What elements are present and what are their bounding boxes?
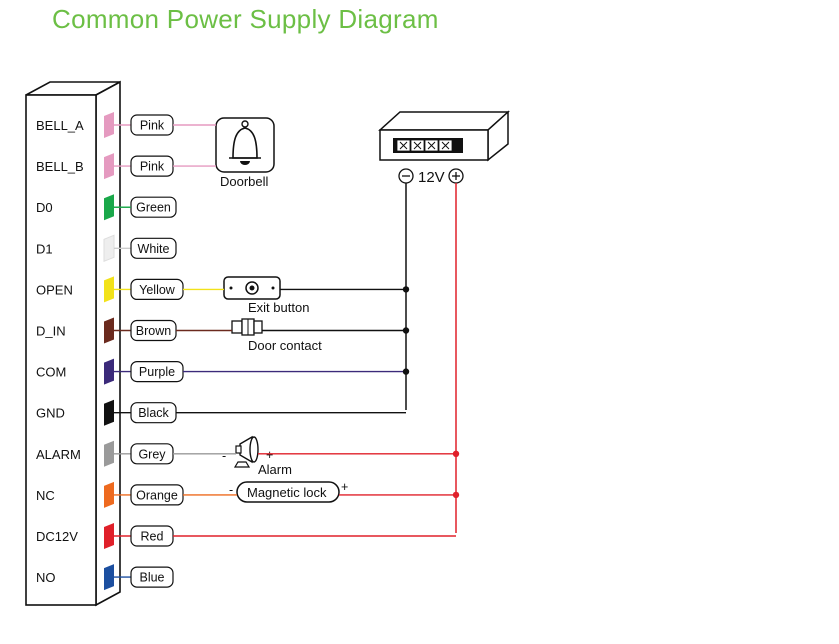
pin-row-d-in: D_IN Brown xyxy=(36,317,177,344)
wire-label-open: Yellow xyxy=(139,283,176,297)
doorbell-icon xyxy=(215,117,275,173)
power-supply-icon xyxy=(378,110,510,162)
magnetic-lock-box xyxy=(236,481,340,503)
wire-label-dc12v: Red xyxy=(141,530,164,544)
pin-row-bell-b: BELL_B Pink xyxy=(36,153,174,180)
pin-row-dc12v: DC12V Red xyxy=(36,523,174,549)
exit-button-icon xyxy=(223,276,281,300)
pin-label-com: COM xyxy=(36,365,66,380)
pin-label-d0: D0 xyxy=(36,200,53,215)
lock-plus-label: + xyxy=(341,480,348,494)
pin-label-gnd: GND xyxy=(36,406,65,421)
wire-color-swatch-d-in xyxy=(104,317,114,344)
wire-label-alarm: Grey xyxy=(138,447,166,461)
diagram-title: Common Power Supply Diagram xyxy=(52,4,439,34)
junction-open xyxy=(402,286,410,293)
doorbell-label: Doorbell xyxy=(220,174,269,189)
pin-row-no: NO Blue xyxy=(36,564,174,591)
wire-label-bell-a: Pink xyxy=(140,119,165,133)
wire-label-box xyxy=(130,237,177,259)
wire-label-bell-b: Pink xyxy=(140,160,165,174)
door-contact-label: Door contact xyxy=(248,338,322,353)
pin-row-bell-a: BELL_A Pink xyxy=(36,112,174,138)
pin-row-d1: D1 White xyxy=(36,234,177,263)
wire-label-no: Blue xyxy=(139,571,164,585)
pin-row-d0: D0 Green xyxy=(36,194,177,221)
wire-label-com: Purple xyxy=(139,365,175,379)
pin-row-alarm: ALARM Grey xyxy=(36,440,174,467)
junction-d-in xyxy=(402,327,410,334)
wire-label-d-in: Brown xyxy=(136,324,171,338)
wire-color-swatch-com xyxy=(104,358,114,385)
wire-color-swatch-open xyxy=(104,276,114,303)
wire-color-swatch-d0 xyxy=(104,194,114,221)
wire-color-swatch-no xyxy=(104,564,114,591)
pin-row-com: COM Purple xyxy=(36,358,184,385)
junction-com xyxy=(402,368,410,375)
wire-color-swatch-alarm xyxy=(104,440,114,467)
junction-nc xyxy=(452,491,460,499)
pin-label-nc: NC xyxy=(36,488,55,503)
wire-label-nc: Orange xyxy=(136,488,178,502)
alarm-label: Alarm xyxy=(258,462,292,477)
wire-color-swatch-d1 xyxy=(103,234,115,263)
wire-label-box xyxy=(130,566,174,588)
junction-alarm xyxy=(452,450,460,457)
pin-label-bell-b: BELL_B xyxy=(36,159,84,174)
pin-label-d-in: D_IN xyxy=(36,324,66,339)
alarm-siren-icon xyxy=(233,435,259,468)
alarm-plus-label: + xyxy=(266,448,273,462)
wire-color-swatch-dc12v xyxy=(104,523,114,549)
wire-color-swatch-bell-b xyxy=(104,153,114,180)
wire-color-swatch-gnd xyxy=(104,399,114,426)
pin-label-no: NO xyxy=(36,570,56,585)
wire-label-d0: Green xyxy=(136,201,171,215)
power-voltage-label: 12V xyxy=(418,169,445,186)
alarm-minus-label: - xyxy=(222,449,226,463)
power-plus-terminal-icon xyxy=(448,168,464,184)
wire-label-gnd: Black xyxy=(138,406,169,420)
wire-label-d1: White xyxy=(138,242,170,256)
pin-label-open: OPEN xyxy=(36,282,73,297)
pin-label-bell-a: BELL_A xyxy=(36,118,84,133)
pin-row-gnd: GND Black xyxy=(36,399,177,426)
door-contact-icon xyxy=(231,318,263,336)
pin-row-nc: NC Orange xyxy=(36,481,184,508)
pin-label-d1: D1 xyxy=(36,241,53,256)
wire-color-swatch-bell-a xyxy=(104,112,114,138)
wire-color-swatch-nc xyxy=(104,481,114,508)
pin-label-alarm: ALARM xyxy=(36,447,81,462)
lock-minus-label: - xyxy=(229,483,233,497)
magnetic-lock-label: Magnetic lock xyxy=(247,485,327,500)
pin-label-dc12v: DC12V xyxy=(36,529,78,544)
power-minus-terminal-icon xyxy=(398,168,414,184)
exit-button-label: Exit button xyxy=(248,300,309,315)
